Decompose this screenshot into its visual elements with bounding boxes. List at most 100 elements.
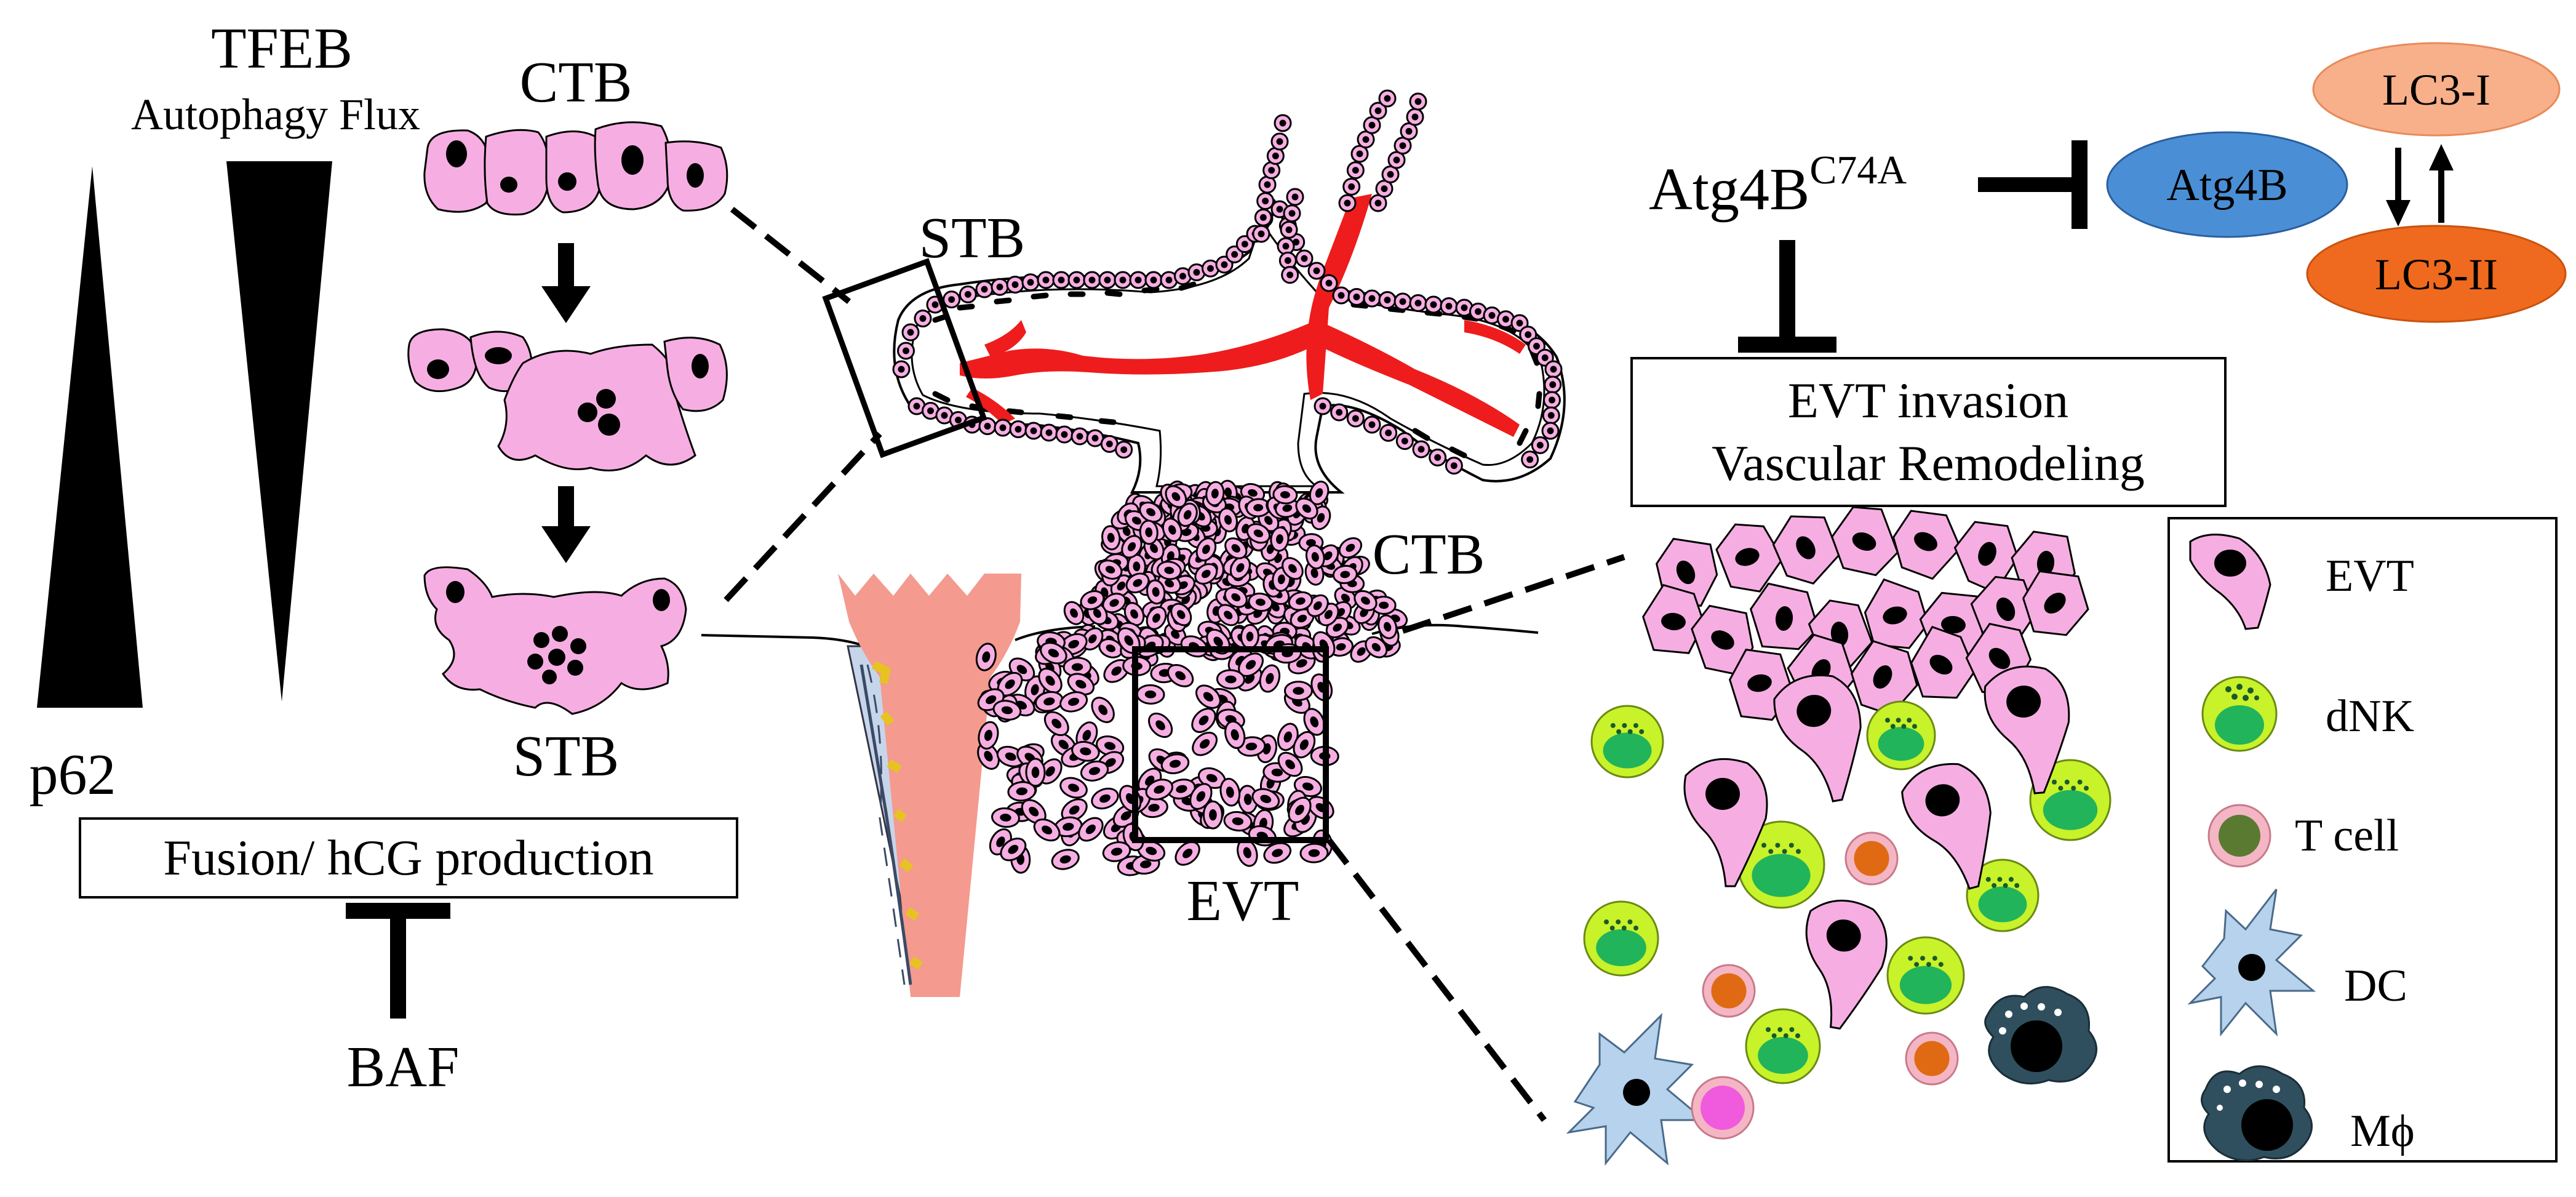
fusing-cell-cluster bbox=[407, 328, 728, 471]
trophoblast-cell bbox=[897, 342, 915, 360]
trophoblast-cell bbox=[1115, 441, 1133, 459]
dashed-connector-evt-right bbox=[1326, 838, 1547, 1123]
trophoblast-cell bbox=[1083, 271, 1101, 289]
trophoblast-cell bbox=[1067, 673, 1095, 695]
trophoblast-cell bbox=[1195, 537, 1217, 562]
dnk-cell bbox=[1583, 900, 1659, 977]
trophoblast-cell bbox=[901, 323, 920, 342]
trophoblast-cell bbox=[1224, 537, 1248, 559]
trophoblast-cell bbox=[1286, 188, 1304, 206]
trophoblast-cell bbox=[1082, 627, 1104, 651]
trophoblast-cell bbox=[1283, 204, 1301, 223]
trophoblast-cell bbox=[1270, 526, 1290, 552]
trophoblast-cell bbox=[1177, 502, 1198, 527]
trophoblast-cell bbox=[1037, 271, 1055, 289]
trophoblast-cell bbox=[1280, 220, 1298, 239]
fusion-hcg-label: Fusion/ hCG production bbox=[163, 830, 653, 886]
trophoblast-cell bbox=[1342, 177, 1361, 196]
dnk-cell bbox=[1886, 936, 1965, 1015]
evt-cell bbox=[1773, 674, 1862, 803]
evt-cell-icon bbox=[2189, 534, 2271, 630]
trophoblast-cell bbox=[1283, 681, 1313, 702]
trophoblast-cell bbox=[1544, 360, 1563, 378]
trophoblast-cell bbox=[1254, 208, 1272, 226]
trophoblast-cell bbox=[1543, 391, 1561, 409]
ctb-cell-row bbox=[423, 121, 728, 216]
trophoblast-cell bbox=[1363, 415, 1381, 434]
t-cell-icon bbox=[2207, 804, 2271, 868]
trophoblast-cell bbox=[1272, 485, 1298, 505]
trophoblast-cell bbox=[1263, 842, 1292, 864]
stb-zoom-box bbox=[822, 258, 987, 458]
dnk-cell bbox=[1745, 1008, 1821, 1084]
trophoblast-cell bbox=[1040, 423, 1058, 442]
trophoblast-cell bbox=[1440, 297, 1458, 315]
trophoblast-cell bbox=[1371, 595, 1397, 615]
dashed-connector-ctb bbox=[730, 207, 851, 304]
trophoblast-cell bbox=[1235, 235, 1254, 254]
dnk-cell bbox=[1966, 859, 2040, 932]
trophoblast-cell bbox=[1007, 781, 1037, 802]
evt-zoom-box bbox=[1132, 646, 1329, 843]
trophoblast-cell bbox=[1202, 259, 1219, 278]
trophoblast-cell bbox=[1282, 557, 1304, 580]
trophoblast-cell bbox=[935, 406, 954, 425]
trophoblast-cell bbox=[1328, 637, 1354, 657]
trophoblast-cell bbox=[1262, 161, 1281, 180]
trophoblast-cell bbox=[1346, 161, 1365, 180]
trophoblast-cell bbox=[1281, 266, 1299, 284]
trophoblast-cell bbox=[1052, 271, 1071, 289]
trophoblast-cell bbox=[1063, 657, 1092, 678]
trophoblast-cell bbox=[1240, 623, 1259, 649]
trophoblast-cell bbox=[1216, 604, 1240, 627]
trophoblast-cell bbox=[1063, 601, 1085, 625]
trophoblast-cell bbox=[943, 290, 961, 309]
trophoblast-cell bbox=[977, 742, 1000, 770]
trophoblast-cell bbox=[1237, 838, 1258, 867]
trophoblast-cell bbox=[1354, 590, 1378, 612]
trophoblast-cell bbox=[1043, 711, 1069, 737]
trophoblast-cell bbox=[1121, 535, 1142, 559]
trophoblast-cell bbox=[1395, 432, 1414, 450]
trophoblast-cell bbox=[1102, 593, 1127, 614]
trophoblast-cell bbox=[1277, 237, 1295, 255]
trophoblast-cell bbox=[975, 280, 994, 298]
baf-label: BAF bbox=[347, 1035, 460, 1099]
trophoblast-cell bbox=[1387, 151, 1406, 169]
evt-center-label: EVT bbox=[1187, 869, 1299, 933]
trophoblast-cell bbox=[991, 278, 1009, 296]
dendritic-cell-icon bbox=[2187, 889, 2316, 1037]
trophoblast-cell bbox=[1205, 481, 1225, 506]
t-cell bbox=[1691, 1076, 1755, 1140]
macrophage-icon bbox=[2201, 1065, 2313, 1162]
trophoblast-cell bbox=[1174, 267, 1192, 286]
trophoblast-cell bbox=[1256, 192, 1275, 210]
evt-sheet-cell bbox=[1750, 582, 1819, 651]
trophoblast-cell bbox=[1246, 523, 1271, 544]
trophoblast-cell bbox=[1378, 614, 1398, 639]
trophoblast-cell bbox=[1156, 561, 1182, 580]
dashed-connector-stb bbox=[724, 431, 882, 603]
trophoblast-cell bbox=[992, 700, 1022, 721]
trophoblast-cell bbox=[1033, 819, 1061, 842]
evt-sheet-cell bbox=[1850, 639, 1918, 716]
trophoblast-cell bbox=[1259, 664, 1281, 693]
trophoblast-cell bbox=[1274, 114, 1292, 132]
trophoblast-cell bbox=[1071, 740, 1100, 762]
trophoblast-cell bbox=[1021, 273, 1040, 292]
trophoblast-cell bbox=[1338, 537, 1363, 559]
trophoblast-cell bbox=[1024, 422, 1043, 440]
trophoblast-cell bbox=[1080, 590, 1105, 611]
trophoblast-cell bbox=[1412, 440, 1430, 458]
trophoblast-cell bbox=[1195, 684, 1221, 709]
evt-sheet-cell bbox=[1642, 583, 1705, 654]
trophoblast-cell bbox=[1160, 753, 1190, 775]
trophoblast-cell bbox=[1378, 89, 1397, 108]
immune-cell-field bbox=[1566, 665, 2111, 1166]
trophoblast-cell bbox=[1307, 262, 1326, 280]
trophoblast-cell bbox=[1080, 760, 1109, 782]
trophoblast-cell bbox=[1278, 251, 1297, 270]
trophoblast-cell bbox=[1025, 758, 1046, 787]
